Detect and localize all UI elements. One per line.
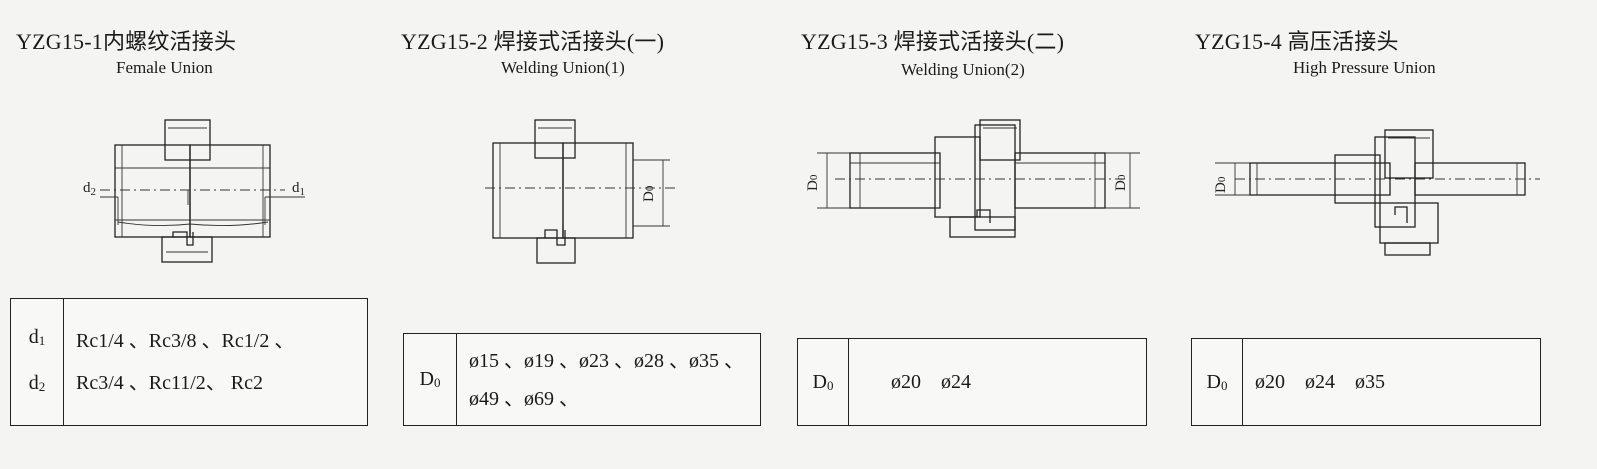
panel-welding-union-1: YZG15-2 焊接式活接头(一) Welding Union(1) D0 D0… [395,0,795,469]
spec-values: Rc1/4 、Rc3/8 、Rc1/2 、 Rc3/4 、Rc11/2、 Rc2 [64,299,367,425]
product-code: YZG15-3 [801,29,888,54]
panel-welding-union-2: YZG15-3 焊接式活接头(二) Welding Union(2) D0 D0 [795,0,1195,469]
spec-line-1: ø20 ø24 [891,371,971,393]
welding-union-1-drawing: D0 [485,119,675,264]
spec-table: D0 ø15 、ø19 、ø23 、ø28 、ø35 、 ø49 、ø69 、 [403,333,761,426]
spec-line-1: ø20 ø24 ø35 [1255,371,1385,393]
product-name-cn: 内螺纹活接头 [102,29,237,54]
dim-label-d0: D0 [641,185,657,202]
spec-values: ø15 、ø19 、ø23 、ø28 、ø35 、 ø49 、ø69 、 [457,334,760,425]
spec-values: ø20 ø24 [849,339,1146,425]
label-d0: D0 [1206,370,1228,393]
product-code: YZG15-4 [1195,29,1282,54]
panel-title: YZG15-4 高压活接头 [1195,24,1399,56]
spec-line-2: ø49 、ø69 、 [469,387,579,410]
spec-label-column: d1 d2 [11,299,64,425]
panel-title: YZG15-2 焊接式活接头(一) [401,24,664,56]
label-d2: d2 [28,372,46,394]
spec-table: D0 ø20 ø24 [797,338,1147,426]
panel-title: YZG15-3 焊接式活接头(二) [801,24,1064,56]
panel-subtitle: Welding Union(1) [501,58,625,77]
spec-label-column: D0 [1192,339,1243,425]
spec-label-column: D0 [798,339,849,425]
dim-label-d1: d1 [292,180,305,198]
product-name-cn: 焊接式活接头(二) [893,29,1065,54]
spec-label-column: D0 [404,334,457,425]
spec-values: ø20 ø24 ø35 [1243,339,1540,425]
label-d1: d1 [28,326,46,348]
dim-label-d0-left: D0 [805,174,821,191]
welding-union-2-drawing: D0 D0 [805,119,1140,238]
spec-table: d1 d2 Rc1/4 、Rc3/8 、Rc1/2 、 Rc3/4 、Rc11/… [10,298,368,426]
panel-title: YZG15-1内螺纹活接头 [16,24,236,56]
panel-subtitle: Welding Union(2) [901,60,1025,79]
spec-table: D0 ø20 ø24 ø35 [1191,338,1541,426]
female-union-drawing: d2 d1 [83,119,305,263]
spec-line-2: Rc3/4 、Rc11/2、 Rc2 [76,372,264,394]
panel-high-pressure-union: YZG15-4 高压活接头 High Pressure Union D0 D0 … [1191,0,1597,469]
product-code: YZG15-1 [16,29,103,54]
spec-line-1: Rc1/4 、Rc3/8 、Rc1/2 、 [76,330,295,352]
high-pressure-union-drawing: D0 [1213,129,1540,256]
product-name-cn: 焊接式活接头(一) [493,29,665,54]
dim-label-d0: D0 [1213,176,1229,193]
panel-subtitle: Female Union [116,58,213,77]
label-d0: D0 [419,368,441,390]
product-name-cn: 高压活接头 [1287,29,1399,54]
dim-label-d2: d2 [83,180,96,198]
panel-subtitle: High Pressure Union [1293,58,1436,77]
label-d0: D0 [812,370,834,393]
spec-line-1: ø15 、ø19 、ø23 、ø28 、ø35 、 [469,349,744,372]
panel-female-union: YZG15-1内螺纹活接头 Female Union d2 d1 [0,0,400,469]
dim-label-d0-right: D0 [1113,174,1129,191]
product-code: YZG15-2 [401,29,488,54]
